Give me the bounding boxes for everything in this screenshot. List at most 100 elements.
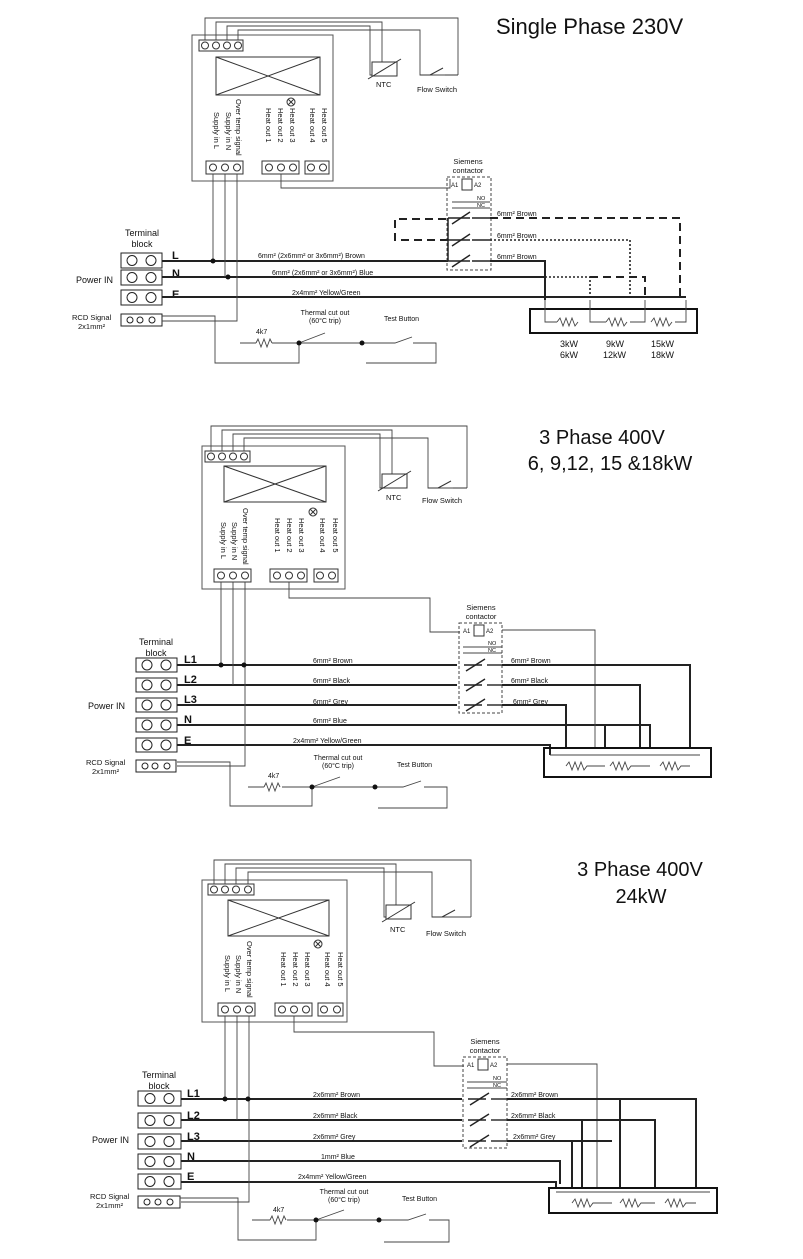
ctrl-label-heat-out-2: Heat out 2 <box>291 952 300 987</box>
cable-label-l1: 6mm² Brown <box>313 658 353 665</box>
controller-display <box>215 56 321 96</box>
terminal-block <box>135 657 178 773</box>
line-label-n: N <box>172 268 180 280</box>
contactor-cable-1: 6mm² Brown <box>497 211 537 218</box>
controller-display <box>227 899 330 937</box>
contactor-cable-2: 6mm² Black <box>511 678 548 685</box>
cable-label-n: 6mm² Blue <box>313 718 347 725</box>
contact-no: NO <box>488 641 497 647</box>
cable-label-e: 2x4mm² Yellow/Green <box>298 1174 367 1181</box>
flow-switch-icon <box>432 909 456 918</box>
contact-nc: NC <box>493 1083 501 1089</box>
terminal-block <box>137 1090 182 1209</box>
heater-element-bank <box>548 1187 718 1214</box>
cable-label-l1: 2x6mm² Brown <box>313 1092 360 1099</box>
resistor-label: 4k7 <box>273 1207 284 1214</box>
contact-no: NO <box>493 1076 502 1082</box>
ctrl-label-supply-l: Supply in L <box>223 955 232 992</box>
cable-label-e: 2x4mm² Yellow/Green <box>293 738 362 745</box>
controller-top-terminals <box>198 39 244 52</box>
coil-a2: A2 <box>490 1063 498 1069</box>
cable-label-l3: 2x6mm² Grey <box>313 1134 356 1141</box>
ctrl-label-supply-n: Supply in N <box>224 112 233 150</box>
line-label-n: N <box>187 1151 195 1163</box>
ctrl-label-heat-out-5: Heat out 5 <box>331 518 340 553</box>
diagram-title: Single Phase 230V <box>496 14 683 39</box>
ctrl-label-supply-n: Supply in N <box>234 955 243 993</box>
test-button-label: Test Button <box>397 762 432 769</box>
line-label-e: E <box>172 289 179 301</box>
ctrl-label-heat-out-1: Heat out 1 <box>264 108 273 143</box>
coil-a1: A1 <box>451 183 459 189</box>
controller-display <box>223 465 327 503</box>
ctrl-label-over-temp: Over temp signal <box>241 508 250 565</box>
coil-a1: A1 <box>467 1063 475 1069</box>
coil-a2: A2 <box>486 629 494 635</box>
ctrl-label-heat-out-5: Heat out 5 <box>320 108 329 143</box>
test-button-label: Test Button <box>402 1196 437 1203</box>
ntc-label: NTC <box>390 925 406 934</box>
cable-label-n: 1mm² Blue <box>321 1154 355 1161</box>
coil-a1: A1 <box>463 629 471 635</box>
coil-a2: A2 <box>474 183 482 189</box>
line-label-e: E <box>184 735 191 747</box>
ctrl-label-heat-out-3: Heat out 3 <box>303 952 312 987</box>
ctrl-label-heat-out-3: Heat out 3 <box>297 518 306 553</box>
line-label-l3: L3 <box>184 694 197 706</box>
ctrl-label-supply-l: Supply in L <box>219 522 228 559</box>
ctrl-label-heat-out-2: Heat out 2 <box>285 518 294 553</box>
power-in-label: Power IN <box>88 701 125 711</box>
controller-top-terminals <box>207 883 255 896</box>
diagram-single-phase: Single Phase 230V Over temp signal Suppl… <box>72 14 698 364</box>
ntc-sensor-icon <box>367 58 402 80</box>
ctrl-label-over-temp: Over temp signal <box>234 99 243 156</box>
contactor-cable-1: 6mm² Brown <box>511 658 551 665</box>
ctrl-label-heat-out-2: Heat out 2 <box>276 108 285 143</box>
line-label-l1: L1 <box>184 654 197 666</box>
ctrl-label-heat-out-4: Heat out 4 <box>323 952 332 987</box>
cable-label-n: 6mm² (2x6mm² or 3x6mm²) Blue <box>272 270 373 277</box>
ctrl-label-heat-out-1: Heat out 1 <box>273 518 282 553</box>
contact-no: NO <box>477 196 486 202</box>
ctrl-label-supply-n: Supply in N <box>230 522 239 560</box>
ctrl-label-heat-out-3: Heat out 3 <box>288 108 297 143</box>
contactor-switches <box>464 658 502 712</box>
ctrl-label-heat-out-4: Heat out 4 <box>318 518 327 553</box>
line-label-e: E <box>187 1171 194 1183</box>
controller-bottom-terminals <box>213 568 339 583</box>
ctrl-label-supply-l: Supply in L <box>212 112 221 149</box>
cable-label-l2: 6mm² Black <box>313 678 350 685</box>
controller-top-terminals <box>204 450 251 463</box>
ntc-sensor-icon <box>381 901 416 923</box>
flow-switch-icon <box>428 480 467 489</box>
flow-switch-label: Flow Switch <box>426 929 466 938</box>
test-button-label: Test Button <box>384 316 419 323</box>
flow-switch-label: Flow Switch <box>417 85 457 94</box>
heater-element-bank <box>543 747 712 778</box>
contactor-switches <box>468 1092 507 1148</box>
indicator-lamp-icon <box>286 97 296 107</box>
contactor-cable-3: 2x6mm² Grey <box>513 1134 556 1141</box>
cable-label-l2: 2x6mm² Black <box>313 1113 358 1120</box>
contact-nc: NC <box>477 203 485 209</box>
indicator-lamp-icon <box>313 939 323 949</box>
flow-switch-icon <box>420 67 458 76</box>
power-in-label: Power IN <box>76 275 113 285</box>
ctrl-label-heat-out-1: Heat out 1 <box>279 952 288 987</box>
indicator-lamp-icon <box>308 507 318 517</box>
